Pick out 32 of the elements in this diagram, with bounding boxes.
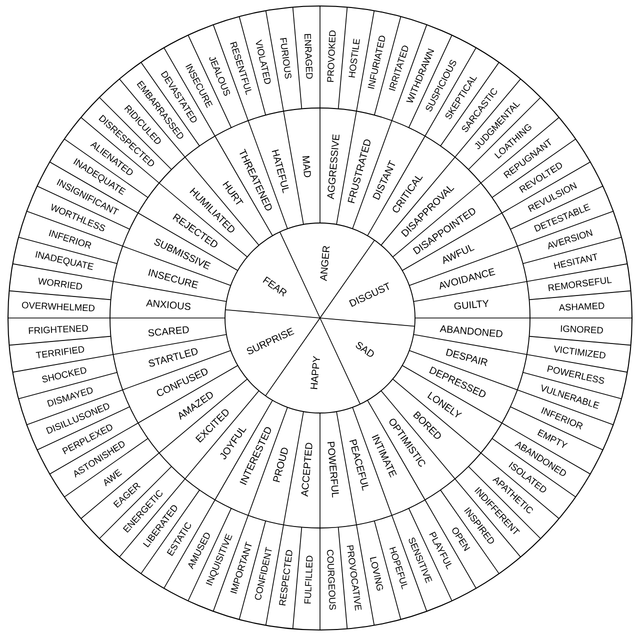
emotion-label: ASHAMED xyxy=(559,302,604,311)
emotion-label: POWERFUL xyxy=(327,442,339,498)
emotion-label: HOSTILE xyxy=(348,38,360,78)
emotion-label: FURIOUS xyxy=(280,38,292,79)
emotion-label: REMORSEFUL xyxy=(548,276,612,292)
emotion-label: ANXIOUS xyxy=(146,300,190,310)
emotion-label: OVERWHELMED xyxy=(22,302,95,312)
core-emotion-label: SAD xyxy=(356,342,374,357)
emotion-label: HESITANT xyxy=(554,253,598,270)
emotion-label: COURGEOUS xyxy=(326,550,336,610)
emotion-label: ACCEPTED xyxy=(301,442,312,497)
emotion-label: FRIGHTENED xyxy=(28,325,88,334)
emotion-label: FULFILLED xyxy=(304,556,313,604)
emotion-label: ABANDONED xyxy=(440,325,502,338)
emotion-label: VIOLATED xyxy=(256,40,271,84)
core-emotion-label: ANGER xyxy=(320,246,330,282)
emotion-label: GUILTY xyxy=(454,300,488,310)
emotion-label: ENRAGED xyxy=(304,34,313,79)
emotion-label: SCARED xyxy=(148,326,189,336)
emotion-label: RESPECTED xyxy=(279,550,292,606)
emotion-label: WORRIED xyxy=(38,278,82,290)
emotion-label: PROUD xyxy=(272,448,288,482)
emotion-label: IGNORED xyxy=(560,325,603,334)
emotion-label: LOVING xyxy=(370,556,384,591)
emotion-label: TERRIFIED xyxy=(36,346,84,358)
core-emotion-label: HAPPY xyxy=(310,356,320,390)
emotion-label: AGGRESSIVE xyxy=(327,134,340,200)
emotion-label: SHOCKED xyxy=(42,367,86,382)
emotion-label: MAD xyxy=(302,156,311,178)
emotion-label: PROVOKED xyxy=(327,30,336,82)
emotion-label: VICTIMIZED xyxy=(554,346,606,358)
emotion-label: PROVOCATIVE xyxy=(346,545,362,611)
